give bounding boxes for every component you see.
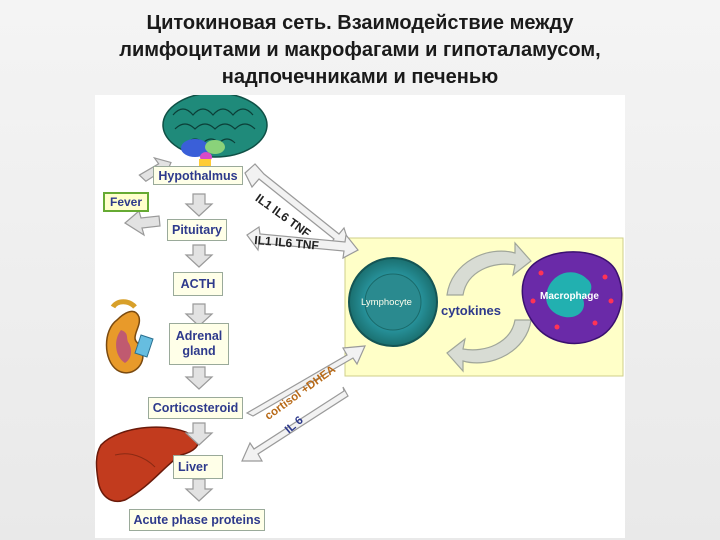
- liver-icon: [95, 426, 199, 502]
- macrophage-icon: [521, 251, 623, 345]
- cytokine-arrow-to-pituitary: [246, 225, 359, 260]
- il6-arrow-to-liver: [241, 386, 349, 462]
- title-line-2: лимфоцитами и макрофагами и гипоталамусо…: [119, 39, 601, 61]
- flow-arrow: [184, 193, 214, 502]
- diagram-graphics: [95, 95, 624, 502]
- cytokines-cycle-icon: [446, 241, 532, 373]
- cytokine-network-diagram: Hypothalmus Fever Pituitary ACTH Adrenal…: [95, 95, 625, 538]
- acute-phase-proteins-box: Acute phase proteins: [129, 509, 265, 531]
- hypothalamus-box: Hypothalmus: [153, 166, 243, 185]
- acth-box: ACTH: [173, 272, 223, 296]
- kidney-icon: [105, 299, 154, 374]
- liver-box: Liver: [173, 455, 223, 479]
- lymphocyte-label: Lymphocyte: [361, 297, 412, 308]
- brain-icon: [162, 95, 268, 169]
- title-line-1: Цитокиновая сеть. Взаимодействие между: [146, 12, 574, 34]
- lymphocyte-icon: [348, 257, 438, 347]
- macrophage-label: Macrophage: [540, 291, 599, 302]
- corticosteroid-box: Corticosteroid: [148, 397, 243, 419]
- title-line-3: надпочечниками и печенью: [221, 66, 499, 88]
- cytokines-label: cytokines: [441, 303, 501, 318]
- adrenal-gland-box: Adrenal gland: [169, 323, 229, 365]
- fever-box: Fever: [103, 192, 149, 212]
- cortisol-arrow-from-adrenal: [245, 345, 366, 417]
- slide-title: Цитокиновая сеть. Взаимодействие между л…: [20, 10, 700, 91]
- pituitary-box: Pituitary: [167, 219, 227, 241]
